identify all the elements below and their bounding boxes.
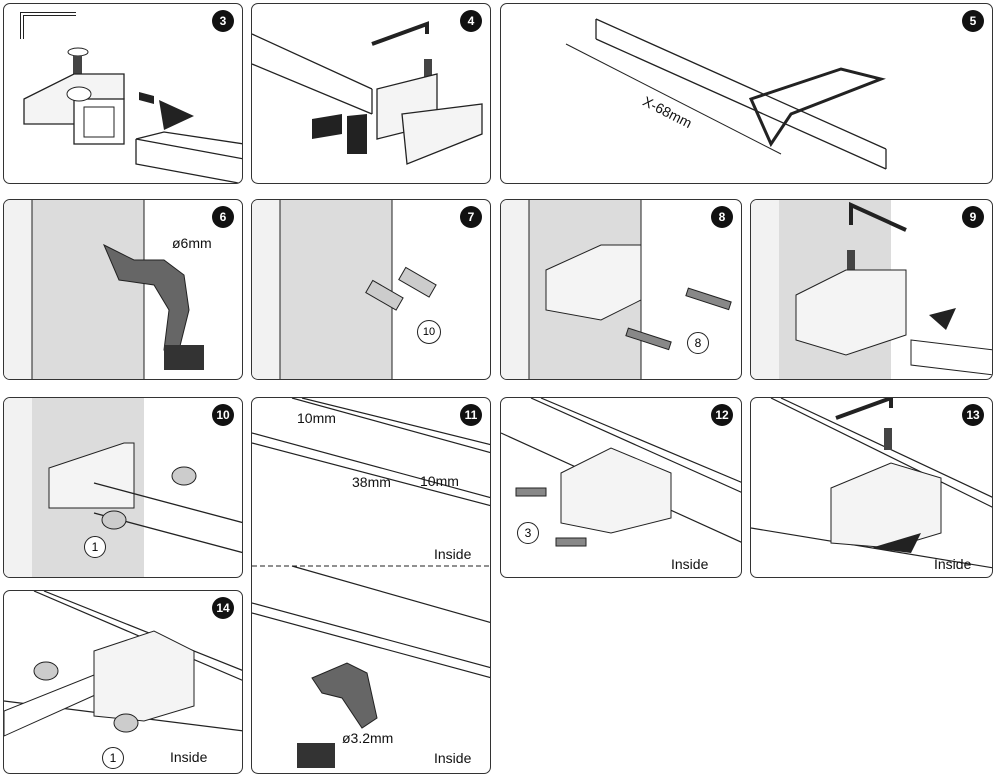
quantity-badge: 1 xyxy=(102,747,124,769)
step-badge: 9 xyxy=(962,206,984,228)
step-badge: 3 xyxy=(212,10,234,32)
step-5-panel: 5 X-68mm xyxy=(500,3,993,184)
quantity-badge: 10 xyxy=(417,320,441,344)
step-badge: 13 xyxy=(962,404,984,426)
step-5-illustration xyxy=(565,18,887,170)
dim-top: 10mm xyxy=(297,410,336,426)
inside-label-top: Inside xyxy=(434,546,472,562)
step-badge: 7 xyxy=(460,206,482,228)
inside-label: Inside xyxy=(671,556,709,572)
step-badge: 6 xyxy=(212,206,234,228)
step-14-illustration xyxy=(4,591,242,737)
inside-label-bottom: Inside xyxy=(434,750,472,766)
dim-side: 10mm xyxy=(420,473,459,489)
step-11-illustration xyxy=(252,398,490,768)
drill-diameter-label: ø3.2mm xyxy=(342,730,394,746)
quantity-badge: 8 xyxy=(687,332,709,354)
step-12-illustration xyxy=(501,398,741,547)
inside-label: Inside xyxy=(934,556,972,572)
step-badge: 14 xyxy=(212,597,234,619)
step-10-illustration xyxy=(4,398,242,577)
step-9-panel: 9 xyxy=(750,199,993,380)
step-badge: 4 xyxy=(460,10,482,32)
step-badge: 11 xyxy=(460,404,482,426)
step-badge: 12 xyxy=(711,404,733,426)
step-7-illustration xyxy=(252,200,437,379)
step-14-panel: 14 1 Inside xyxy=(3,590,243,774)
step-6-illustration xyxy=(4,200,204,379)
step-4-illustration xyxy=(252,21,483,165)
step-13-panel: 13 Inside xyxy=(750,397,993,578)
step-9-illustration xyxy=(751,200,992,379)
dim-horizontal: 38mm xyxy=(352,474,391,490)
step-badge: 5 xyxy=(962,10,984,32)
step-badge: 10 xyxy=(212,404,234,426)
step-12-panel: 12 3 Inside xyxy=(500,397,742,578)
step-6-panel: 6 ø6mm xyxy=(3,199,243,380)
step-10-panel: 10 1 xyxy=(3,397,243,578)
quantity-badge: 1 xyxy=(84,536,106,558)
step-7-panel: 7 10 xyxy=(251,199,491,380)
step-4-panel: 4 xyxy=(251,3,491,184)
step-3-illustration xyxy=(20,12,242,183)
step-8-panel: 8 8 xyxy=(500,199,742,380)
inside-label: Inside xyxy=(170,749,208,765)
step-13-illustration xyxy=(751,398,992,569)
step-badge: 8 xyxy=(711,206,733,228)
step-3-panel: 3 xyxy=(3,3,243,184)
step-8-illustration xyxy=(501,200,732,379)
step-11-panel: 11 10mm 10mm 38mm Inside ø3.2mm Inside xyxy=(251,397,491,774)
quantity-badge: 3 xyxy=(517,522,539,544)
drill-diameter-label: ø6mm xyxy=(172,235,212,251)
